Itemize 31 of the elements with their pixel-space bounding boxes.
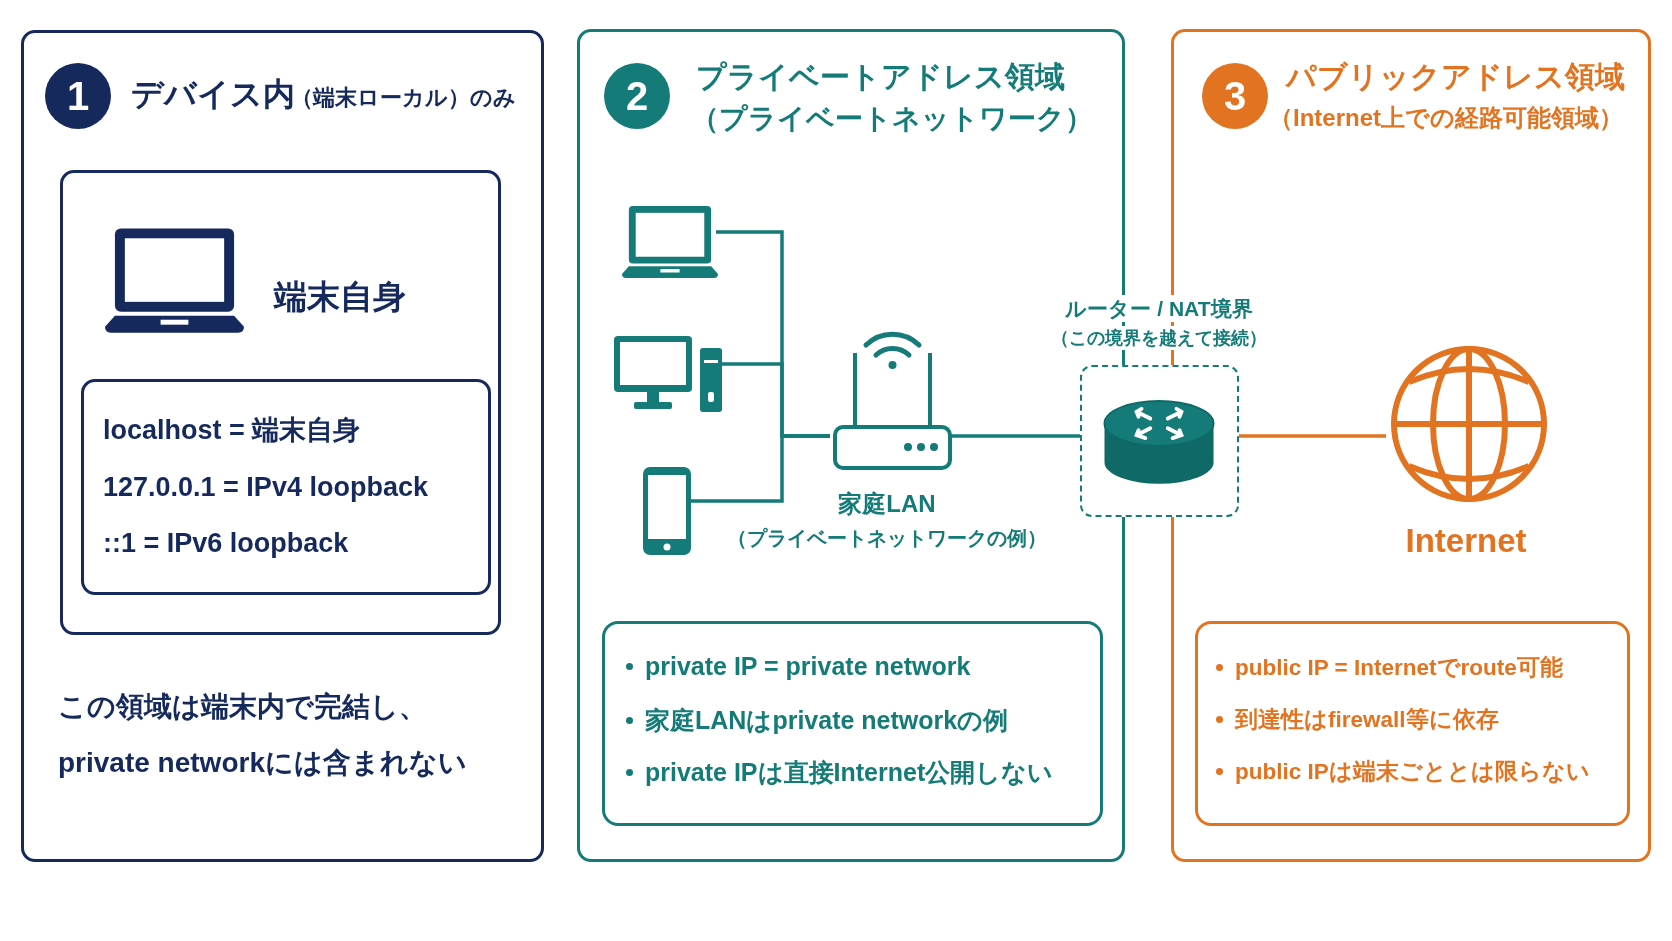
laptop-icon (621, 206, 719, 278)
number-badge: 1 (45, 63, 111, 129)
bullet-text: public IPは端末ごととは限らない (1235, 758, 1590, 786)
smartphone-icon (643, 467, 691, 555)
loopback-box (81, 379, 491, 595)
bullet-text: private IPは直接Internet公開しない (645, 757, 1054, 788)
panel-heading: プライベートアドレス領域 (696, 59, 1065, 95)
bullet-text: public IP = Internetでroute可能 (1235, 654, 1563, 682)
loopback-line: 127.0.0.1 = IPv4 loopback (103, 471, 428, 504)
panel-heading: （Internet上での経路可能領域） (1269, 104, 1623, 133)
bullet-text: 家庭LANはprivate networkの例 (645, 705, 1009, 736)
number-badge: 2 (604, 63, 670, 129)
connection-line (1239, 434, 1386, 438)
bullet-text: 到達性はfirewall等に依存 (1235, 706, 1499, 734)
number-badge: 3 (1202, 63, 1268, 129)
connection-line (949, 434, 1080, 438)
panel-heading: デバイス内 (131, 75, 295, 114)
bullet-text: private IP = private network (645, 652, 971, 681)
loopback-line: localhost = 端末自身 (103, 414, 361, 447)
panel-heading: パブリックアドレス領域 (1286, 59, 1625, 95)
region-panel (21, 30, 544, 862)
connection-line (688, 434, 830, 503)
panel-heading: （プライベートネットワーク） (691, 102, 1093, 136)
note-box (602, 621, 1103, 826)
region-note: この領域は端末内で完結し、private networkには含まれない (58, 690, 468, 780)
device-box (60, 170, 501, 635)
globe-icon (1389, 344, 1549, 504)
desktop-computer-icon (614, 336, 724, 414)
loopback-line: ::1 = IPv6 loopback (103, 527, 349, 560)
device-label: 端末自身 (274, 277, 406, 317)
note-box (1195, 621, 1630, 826)
